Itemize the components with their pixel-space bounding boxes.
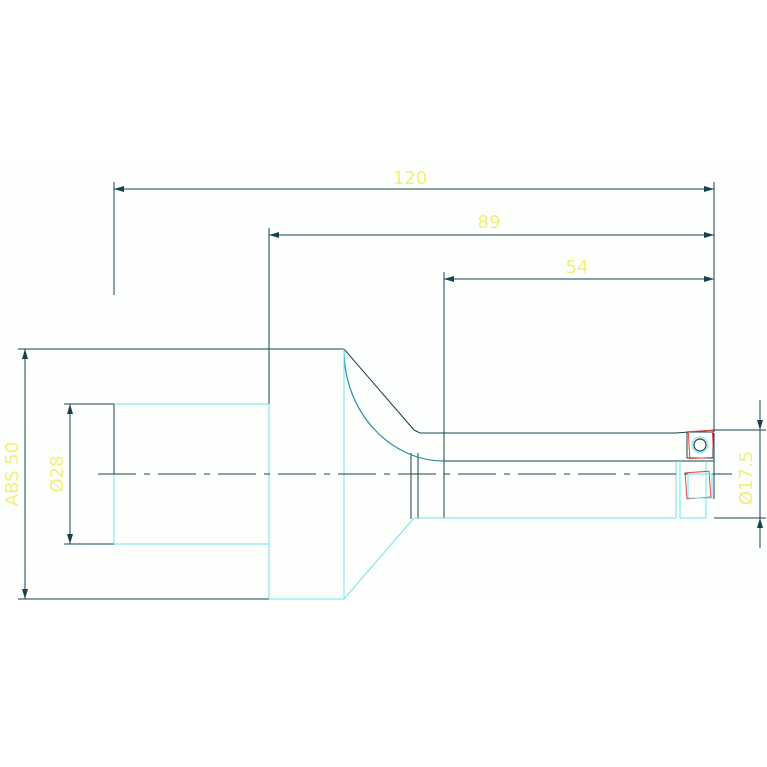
drawing-sheet — [0, 160, 767, 600]
dimension-text-bore: Ø28 — [47, 455, 68, 492]
dimension-end — [714, 400, 766, 548]
hole-circle — [693, 438, 707, 452]
dimension-text-54: 54 — [566, 257, 589, 278]
end-feature-markers — [684, 429, 715, 500]
dimension-text-89: 89 — [478, 212, 501, 233]
dimension-length-89 — [268, 228, 714, 404]
part-outline — [18, 348, 715, 600]
fillet-arc — [343, 349, 445, 462]
dimension-overall-length — [113, 182, 715, 432]
dimension-text-abs-50: ABS 50 — [2, 442, 23, 506]
dimension-text-120: 120 — [393, 168, 427, 189]
dimension-text-end: Ø17.5 — [736, 451, 757, 505]
dimension-length-54 — [443, 272, 714, 518]
